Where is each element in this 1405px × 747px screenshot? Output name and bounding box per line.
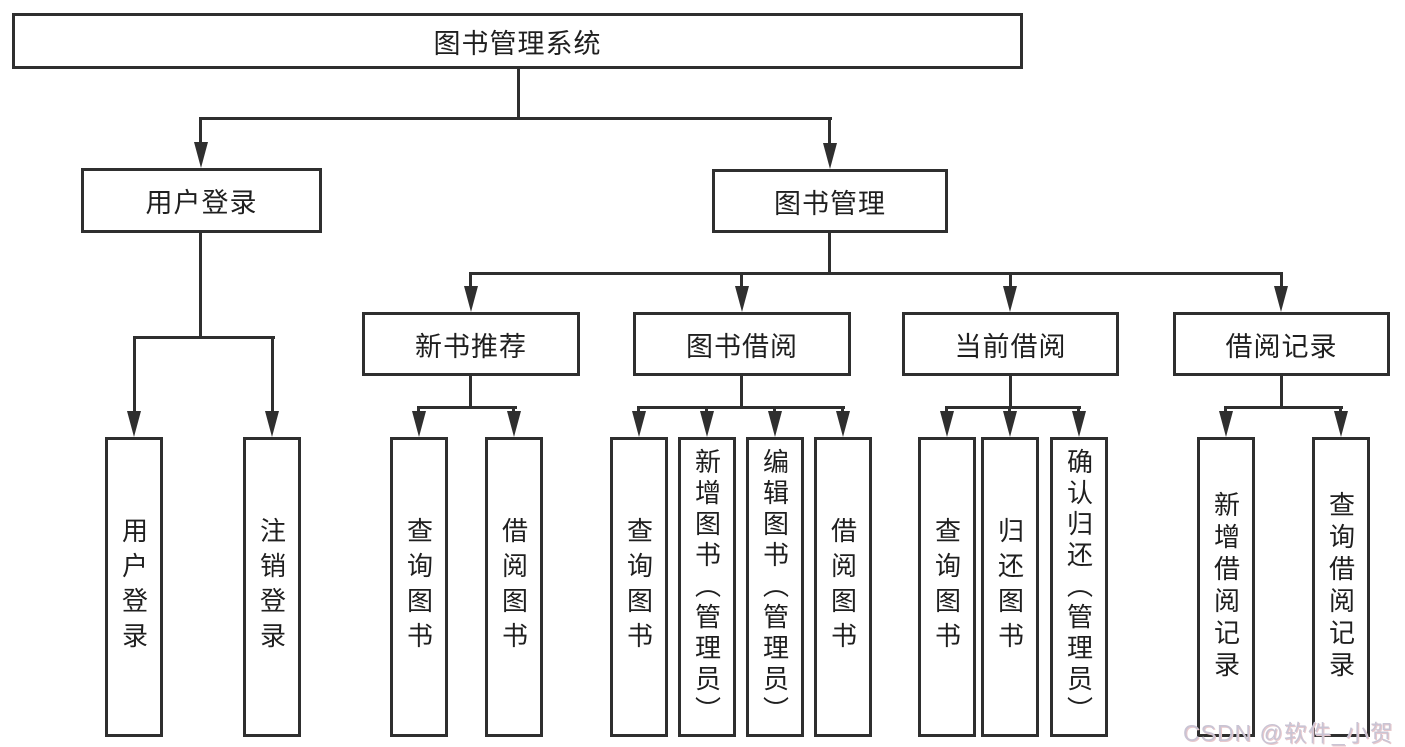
leaf-query-books-2: 查询图书 — [610, 437, 668, 737]
leaf-add-borrow-record: 新增借阅记录 — [1197, 437, 1255, 737]
leaf-confirm-return-admin-label: 确认归还（管理员） — [1063, 447, 1094, 727]
connector-to-logout-leaf — [271, 336, 274, 414]
connector-book-borrow-bar — [637, 406, 845, 409]
arrow-head — [194, 142, 208, 168]
leaf-add-books-admin: 新增图书（管理员） — [678, 437, 736, 737]
leaf-user-login: 用户登录 — [105, 437, 163, 737]
connector-to-user-login — [199, 117, 202, 147]
arrow-head — [1003, 411, 1017, 437]
node-book-borrow: 图书借阅 — [633, 312, 851, 376]
leaf-query-books-3-label: 查询图书 — [931, 517, 962, 657]
node-book-management-label: 图书管理 — [774, 188, 886, 219]
leaf-add-borrow-record-label: 新增借阅记录 — [1210, 491, 1241, 683]
leaf-confirm-return-admin: 确认归还（管理员） — [1050, 437, 1108, 737]
connector-user-login-bar — [133, 336, 275, 339]
node-book-management: 图书管理 — [712, 169, 948, 233]
arrow-head — [265, 411, 279, 437]
leaf-query-books-1-label: 查询图书 — [403, 517, 434, 657]
arrow-head — [735, 286, 749, 312]
connector-book-management-stem — [828, 231, 831, 274]
connector-user-login-stem — [199, 231, 202, 338]
node-current-borrow: 当前借阅 — [902, 312, 1119, 376]
leaf-logout-label: 注销登录 — [256, 517, 287, 657]
connector-level2-bar — [199, 117, 832, 120]
leaf-return-books-label: 归还图书 — [994, 517, 1025, 657]
leaf-query-books-3: 查询图书 — [918, 437, 976, 737]
arrow-head — [412, 411, 426, 437]
leaf-edit-books-admin: 编辑图书（管理员） — [746, 437, 804, 737]
connector-to-book-management — [828, 117, 831, 147]
connector-root-stem — [517, 68, 520, 119]
leaf-logout: 注销登录 — [243, 437, 301, 737]
leaf-edit-books-admin-label: 编辑图书（管理员） — [759, 447, 790, 727]
connector-to-new-book — [469, 272, 472, 294]
arrow-head — [464, 286, 478, 312]
connector-borrow-records-stem — [1280, 375, 1283, 409]
arrow-head — [1003, 286, 1017, 312]
leaf-user-login-label: 用户登录 — [118, 517, 149, 657]
node-new-book-recommend: 新书推荐 — [362, 312, 580, 376]
arrow-head — [700, 411, 714, 437]
connector-current-borrow-bar — [945, 406, 1081, 409]
leaf-query-borrow-record: 查询借阅记录 — [1312, 437, 1370, 737]
leaf-query-borrow-record-label: 查询借阅记录 — [1325, 491, 1356, 683]
leaf-query-books-1: 查询图书 — [390, 437, 448, 737]
csdn-watermark: CSDN @软件_小贺同学 — [1183, 720, 1394, 746]
connector-to-borrow-records — [1280, 272, 1283, 294]
node-library-system: 图书管理系统 — [12, 13, 1023, 69]
leaf-return-books: 归还图书 — [981, 437, 1039, 737]
arrow-head — [768, 411, 782, 437]
connector-new-book-stem — [469, 375, 472, 409]
node-current-borrow-label: 当前借阅 — [954, 331, 1067, 362]
arrow-head — [823, 143, 837, 169]
connector-new-book-bar — [417, 406, 517, 409]
arrow-head — [836, 411, 850, 437]
arrow-head — [1334, 411, 1348, 437]
node-user-login: 用户登录 — [81, 168, 322, 233]
arrow-head — [940, 411, 954, 437]
node-new-book-recommend-label: 新书推荐 — [415, 331, 527, 362]
connector-book-borrow-stem — [740, 375, 743, 409]
arrow-head — [1274, 286, 1288, 312]
leaf-borrow-books-2-label: 借阅图书 — [827, 517, 858, 657]
leaf-borrow-books-2: 借阅图书 — [814, 437, 872, 737]
arrow-head — [632, 411, 646, 437]
arrow-head — [1219, 411, 1233, 437]
node-borrow-records: 借阅记录 — [1173, 312, 1390, 376]
connector-level3-bar — [469, 272, 1283, 275]
connector-to-login-leaf — [133, 336, 136, 414]
connector-current-borrow-stem — [1009, 375, 1012, 409]
node-user-login-label: 用户登录 — [145, 188, 258, 218]
arrow-head — [507, 411, 521, 437]
leaf-add-books-admin-label: 新增图书（管理员） — [691, 447, 722, 727]
node-borrow-records-label: 借阅记录 — [1225, 331, 1338, 362]
leaf-borrow-books-1-label: 借阅图书 — [498, 517, 529, 657]
connector-to-book-borrow — [740, 272, 743, 294]
arrow-head — [127, 411, 141, 437]
leaf-query-books-2-label: 查询图书 — [623, 517, 654, 657]
node-book-borrow-label: 图书借阅 — [686, 331, 798, 362]
connector-borrow-records-bar — [1224, 406, 1343, 409]
arrow-head — [1072, 411, 1086, 437]
leaf-borrow-books-1: 借阅图书 — [485, 437, 543, 737]
connector-to-current-borrow — [1009, 272, 1012, 294]
node-library-system-label: 图书管理系统 — [433, 28, 602, 59]
